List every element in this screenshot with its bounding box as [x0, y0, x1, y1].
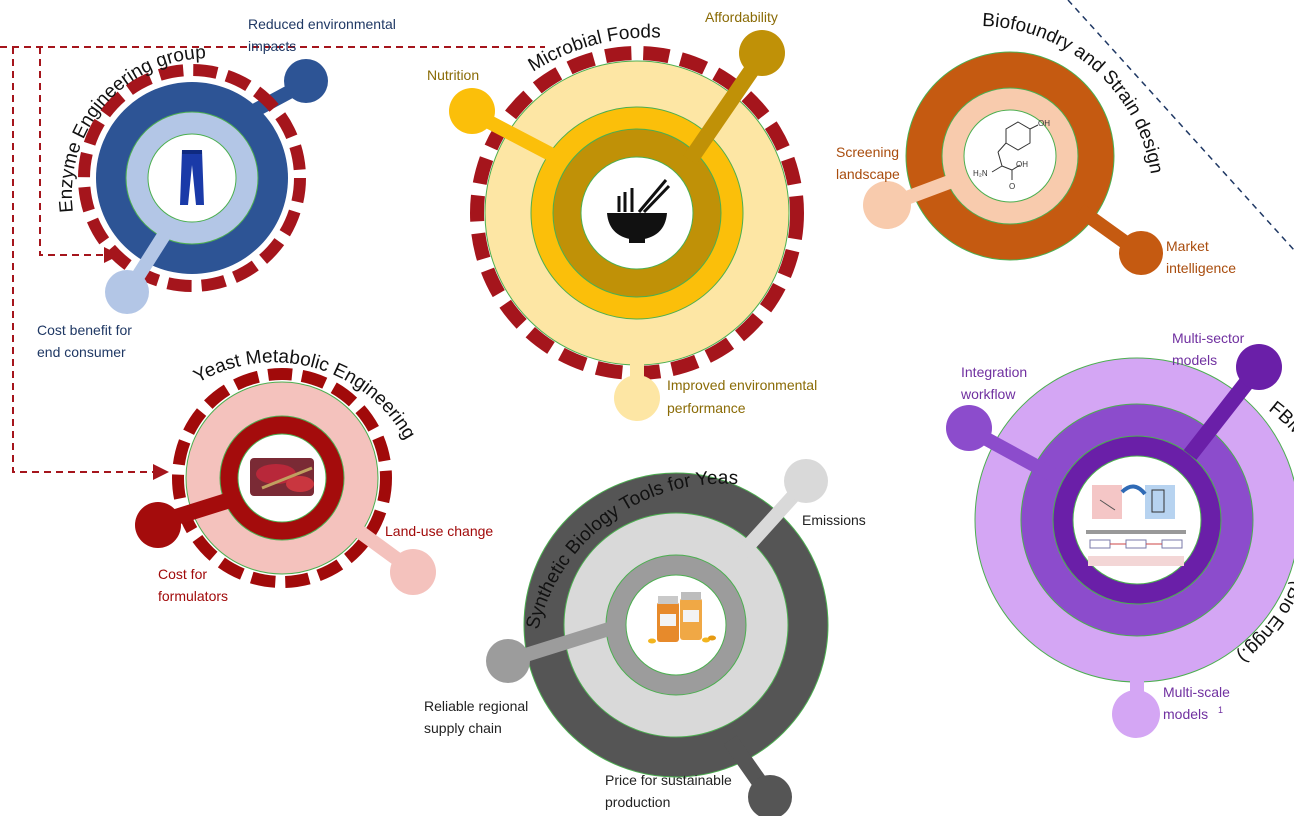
yeast-landuse-knob: [390, 549, 436, 595]
tyrosine-oh-side: OH: [1016, 160, 1028, 169]
fbm-multisector-label-line1: Multi-sector: [1172, 330, 1245, 346]
fbm-multiscale-knob: [1112, 690, 1160, 738]
microbial-improved-label-line2: performance: [667, 400, 746, 416]
jeans-icon: [180, 150, 204, 205]
synbio-price-label-line1: Price for sustainable: [605, 772, 732, 788]
microbial-affordability-label: Affordability: [705, 9, 778, 25]
fbm-multiscale-label-line1: Multi-scale: [1163, 684, 1230, 700]
dashed-connectors: [0, 46, 545, 480]
synbio-price-knob: [748, 775, 792, 816]
red-powder-spoon-icon: [250, 458, 314, 496]
synbio-price-label-line2: production: [605, 794, 670, 810]
fbm-multisector-label-line2: models: [1172, 352, 1217, 368]
yeast-cost-label-line2: formulators: [158, 588, 228, 604]
biofoundry-screening-label-line2: landscape: [836, 166, 900, 182]
fbm-integration-knob: [946, 405, 992, 451]
synbio-emissions-label: Emissions: [802, 512, 866, 528]
yeast-landuse-label: Land-use change: [385, 523, 493, 539]
biofoundry-market-label-line2: intelligence: [1166, 260, 1236, 276]
enzyme-engineering-node: Enzyme Engineering group Reduced environ…: [37, 16, 396, 360]
enzyme-reduced-label-line1: Reduced environmental: [248, 16, 396, 32]
tyrosine-molecule-icon: [991, 121, 1039, 180]
enzyme-cost-label-line1: Cost benefit for: [37, 322, 132, 338]
fbm-multisector-knob: [1236, 344, 1282, 390]
microbial-affordability-knob: [739, 30, 785, 76]
microbial-nutrition-knob: [449, 88, 495, 134]
biofoundry-screening-label-line1: Screening: [836, 144, 899, 160]
yeast-cost-knob: [135, 502, 181, 548]
enzyme-reduced-label-line2: impacts: [248, 38, 296, 54]
yeast-cost-label-line1: Cost for: [158, 566, 207, 582]
workflow-diagram-icon: [1086, 484, 1186, 566]
tyrosine-o: O: [1009, 182, 1015, 191]
biofoundry-market-label-line1: Market: [1166, 238, 1209, 254]
synbio-reliable-knob: [486, 639, 530, 683]
synbio-emissions-knob: [784, 459, 828, 503]
microbial-improved-knob: [614, 375, 660, 421]
biofoundry-market-knob: [1119, 231, 1163, 275]
microbial-nutrition-label: Nutrition: [427, 67, 479, 83]
enzyme-reduced-impacts-knob: [284, 59, 328, 103]
synbio-reliable-label-line2: supply chain: [424, 720, 502, 736]
noodle-bowl-icon: [607, 179, 671, 243]
tyrosine-oh-top: OH: [1038, 119, 1050, 128]
supplement-bottles-icon: [648, 592, 716, 644]
dashed-boundary-line: [1067, 0, 1294, 251]
microbial-foods-node: Microbial Foods Affordability Nutrition …: [427, 9, 817, 421]
fbm-node: FBM (Bio Engg.) Multi-sector models Inte…: [946, 330, 1294, 738]
biofoundry-node: OH OH H₂N O Biofoundry and Strain design…: [836, 10, 1236, 276]
yeast-engineering-node: Yeast Metabolic Engineering Land-use cha…: [135, 346, 493, 604]
fbm-multiscale-label-line2: models: [1163, 706, 1208, 722]
synbio-reliable-label-line1: Reliable regional: [424, 698, 528, 714]
enzyme-cost-benefit-knob: [105, 270, 149, 314]
tyrosine-h2n: H₂N: [973, 169, 988, 178]
microbial-improved-label-line1: Improved environmental: [667, 377, 817, 393]
fbm-multiscale-footnote: 1: [1218, 705, 1223, 715]
fbm-integration-label-line2: workflow: [960, 386, 1016, 402]
fbm-integration-label-line1: Integration: [961, 364, 1027, 380]
biofoundry-screening-knob: [863, 181, 911, 229]
enzyme-cost-label-line2: end consumer: [37, 344, 126, 360]
